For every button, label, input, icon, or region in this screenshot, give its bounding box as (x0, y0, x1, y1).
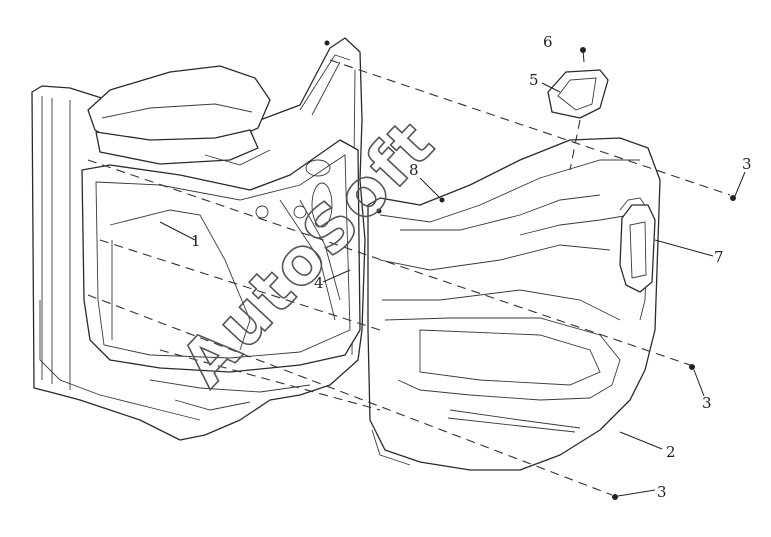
door-inner-panel (39, 139, 361, 421)
handle-trim (619, 204, 656, 293)
callout-3-top: 3 (742, 155, 752, 173)
callout-3-bottom: 3 (657, 483, 667, 501)
callout-7: 7 (714, 248, 724, 266)
assembly-lines (87, 59, 731, 496)
callout-4: 4 (314, 274, 324, 292)
bolts (324, 40, 736, 500)
callout-6: 6 (543, 33, 553, 51)
screw (580, 47, 586, 63)
seat-backrest (87, 65, 271, 166)
switch-bezel (547, 69, 609, 119)
callout-8: 8 (409, 161, 419, 179)
callout-5: 5 (529, 71, 539, 89)
callout-1: 1 (191, 232, 201, 250)
callout-3-middle: 3 (702, 394, 712, 412)
callout-2: 2 (666, 443, 676, 461)
leader-lines (159, 82, 746, 497)
door-trim-panel (367, 137, 661, 471)
